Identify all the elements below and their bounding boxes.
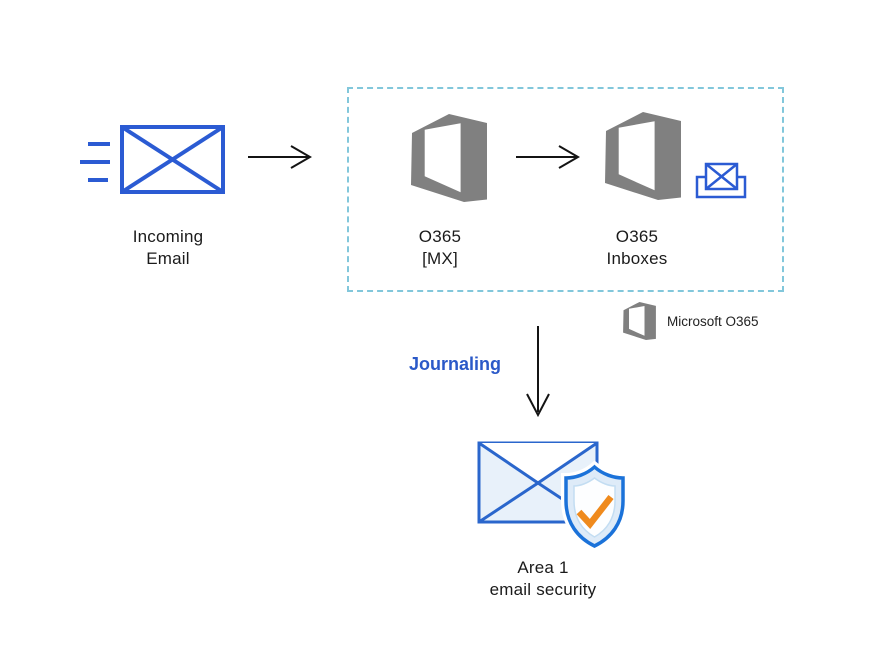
- o365-mx-label-line2: [MX]: [422, 249, 458, 268]
- o365-mx-label-line1: O365: [418, 227, 462, 246]
- envelope-shield-check-icon: [477, 441, 628, 552]
- o365-inboxes-label-line2: Inboxes: [606, 249, 668, 268]
- o365-inboxes-label: O365 Inboxes: [587, 226, 687, 270]
- o365-boundary-box: [347, 87, 784, 292]
- office-logo-icon: [605, 112, 681, 200]
- incoming-email-label: Incoming Email: [108, 226, 228, 270]
- area1-label-line1: Area 1: [517, 558, 569, 577]
- legend-label: Microsoft O365: [667, 313, 759, 329]
- office-logo-icon: [411, 114, 487, 202]
- legend-microsoft-o365: Microsoft O365: [623, 302, 759, 340]
- incoming-email-label-line2: Email: [146, 249, 190, 268]
- o365-inboxes-label-line1: O365: [615, 227, 659, 246]
- incoming-email-node: [78, 122, 228, 203]
- journaling-label: Journaling: [408, 354, 501, 374]
- envelope-speed-lines-icon: [80, 125, 225, 194]
- arrow-o365mx-to-inboxes: [516, 145, 580, 169]
- area1-label-line2: email security: [489, 580, 597, 599]
- envelope-in-tray-icon: [695, 162, 747, 199]
- arrow-journaling-down: [526, 326, 550, 418]
- arrow-incoming-to-o365mx: [248, 145, 312, 169]
- incoming-email-label-line1: Incoming: [132, 227, 204, 246]
- office-logo-icon: [623, 302, 656, 340]
- area1-label: Area 1 email security: [443, 557, 643, 601]
- o365-mx-label: O365 [MX]: [390, 226, 490, 270]
